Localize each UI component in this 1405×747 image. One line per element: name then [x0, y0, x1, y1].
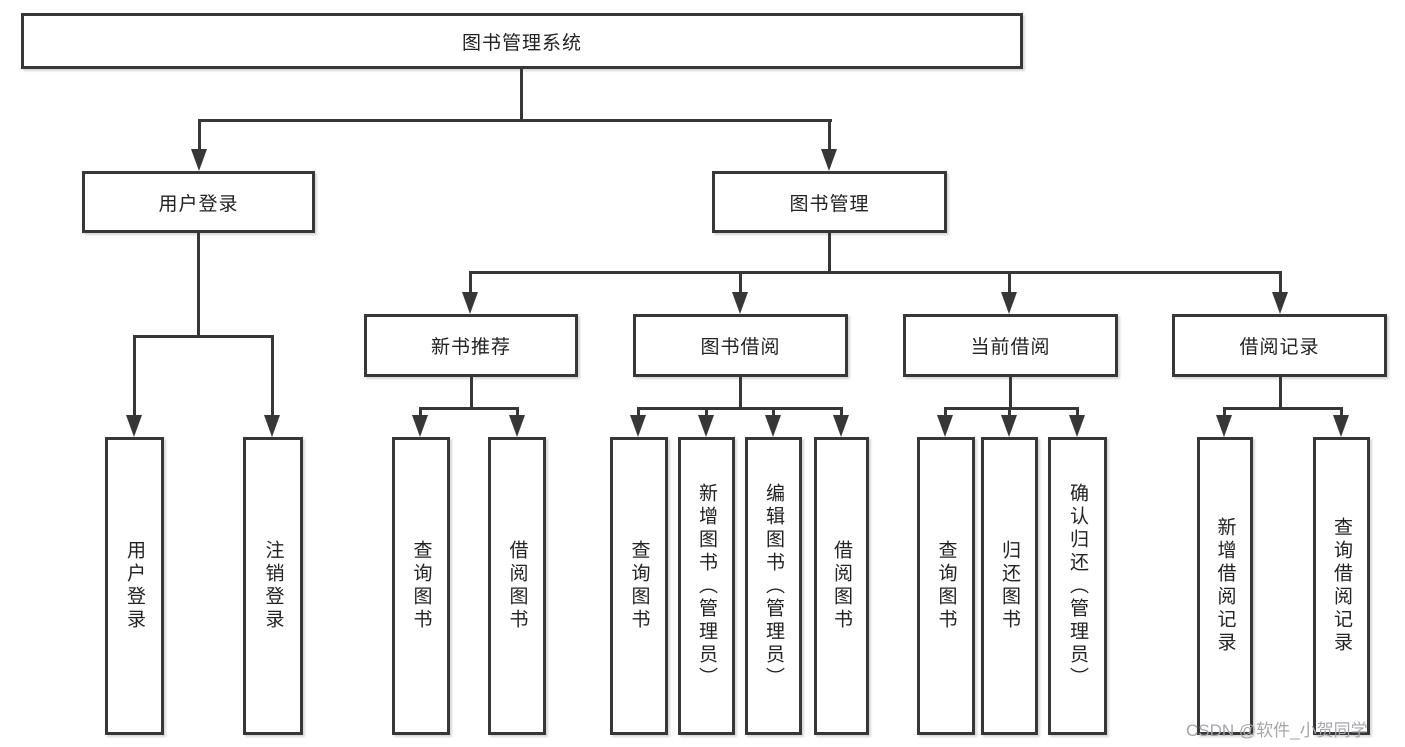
connector-login-rail — [133, 335, 274, 338]
arrow-to-new-books — [462, 292, 478, 314]
connector-bb-rail — [637, 407, 843, 410]
connector-cb-drop-3 — [1076, 407, 1079, 417]
node-root: 图书管理系统 — [21, 13, 1023, 69]
connector-bb-drop-3 — [772, 407, 775, 417]
leaf-user-login: 用户登录 — [105, 437, 164, 735]
arrow-to-bb-borrow — [833, 415, 849, 437]
arrow-to-nb-query — [412, 415, 428, 437]
node-new-books: 新书推荐 — [364, 314, 578, 377]
connector-br-stem — [1279, 377, 1282, 410]
connector-root-drop-left — [198, 119, 201, 151]
node-user-login: 用户登录 — [82, 171, 315, 233]
leaf-add-book-admin: 新增图书（管理员） — [678, 437, 735, 735]
arrow-to-user-login — [191, 149, 207, 171]
leaf-query-books-2: 查询图书 — [610, 437, 668, 735]
connector-mgmt-stem — [828, 233, 831, 274]
arrow-to-leaf-user-login — [126, 415, 142, 437]
connector-br-drop-2 — [1340, 407, 1343, 417]
arrow-to-cb-confirm — [1069, 415, 1085, 437]
leaf-logout: 注销登录 — [243, 437, 303, 735]
connector-root-rail — [198, 119, 832, 122]
arrow-to-cb-query — [937, 415, 953, 437]
node-book-borrow: 图书借阅 — [633, 314, 848, 377]
arrow-to-bb-query — [630, 415, 646, 437]
arrow-to-leaf-logout — [264, 415, 280, 437]
connector-mgmt-drop-2 — [739, 271, 742, 294]
leaf-query-borrow-record: 查询借阅记录 — [1313, 437, 1370, 735]
leaf-query-books-1: 查询图书 — [392, 437, 450, 735]
arrow-to-cb-return — [1001, 415, 1017, 437]
connector-nb-drop-1 — [419, 407, 422, 417]
arrow-to-br-query — [1333, 415, 1349, 437]
arrow-to-br-add — [1216, 415, 1232, 437]
connector-cb-drop-1 — [944, 407, 947, 417]
leaf-edit-book-admin: 编辑图书（管理员） — [745, 437, 802, 735]
connector-bb-drop-1 — [637, 407, 640, 417]
leaf-query-books-3: 查询图书 — [917, 437, 975, 735]
leaf-borrow-books-1: 借阅图书 — [488, 437, 546, 735]
connector-nb-rail — [419, 407, 519, 410]
arrow-to-book-borrow — [732, 292, 748, 314]
connector-mgmt-drop-1 — [469, 271, 472, 294]
connector-cb-drop-2 — [1008, 407, 1011, 417]
arrow-to-bb-edit — [765, 415, 781, 437]
node-current-borrow: 当前借阅 — [903, 314, 1118, 377]
connector-nb-drop-2 — [516, 407, 519, 417]
leaf-return-book: 归还图书 — [981, 437, 1038, 735]
connector-login-drop-2 — [271, 335, 274, 417]
connector-mgmt-rail — [469, 271, 1282, 274]
connector-bb-drop-2 — [705, 407, 708, 417]
connector-mgmt-drop-4 — [1279, 271, 1282, 294]
connector-cb-stem — [1009, 377, 1012, 410]
connector-mgmt-drop-3 — [1008, 271, 1011, 294]
arrow-to-current-borrow — [1001, 292, 1017, 314]
connector-root-stem — [520, 69, 523, 121]
arrow-to-book-mgmt — [821, 149, 837, 171]
connector-cb-rail — [944, 407, 1079, 410]
watermark: CSDN @软件_小贺同学 — [1186, 721, 1368, 740]
connector-bb-drop-4 — [840, 407, 843, 417]
leaf-add-borrow-record: 新增借阅记录 — [1197, 437, 1253, 735]
leaf-confirm-return-admin: 确认归还（管理员） — [1048, 437, 1107, 735]
connector-login-stem — [197, 233, 200, 338]
connector-nb-stem — [470, 377, 473, 410]
connector-br-rail — [1223, 407, 1343, 410]
leaf-borrow-books-2: 借阅图书 — [814, 437, 869, 735]
connector-login-drop-1 — [133, 335, 136, 417]
arrow-to-nb-borrow — [509, 415, 525, 437]
connector-root-drop-right — [828, 119, 831, 151]
arrow-to-borrow-records — [1272, 292, 1288, 314]
node-borrow-records: 借阅记录 — [1172, 314, 1387, 377]
connector-br-drop-1 — [1223, 407, 1226, 417]
arrow-to-bb-add — [698, 415, 714, 437]
connector-bb-stem — [739, 377, 742, 410]
node-book-mgmt: 图书管理 — [712, 171, 947, 233]
